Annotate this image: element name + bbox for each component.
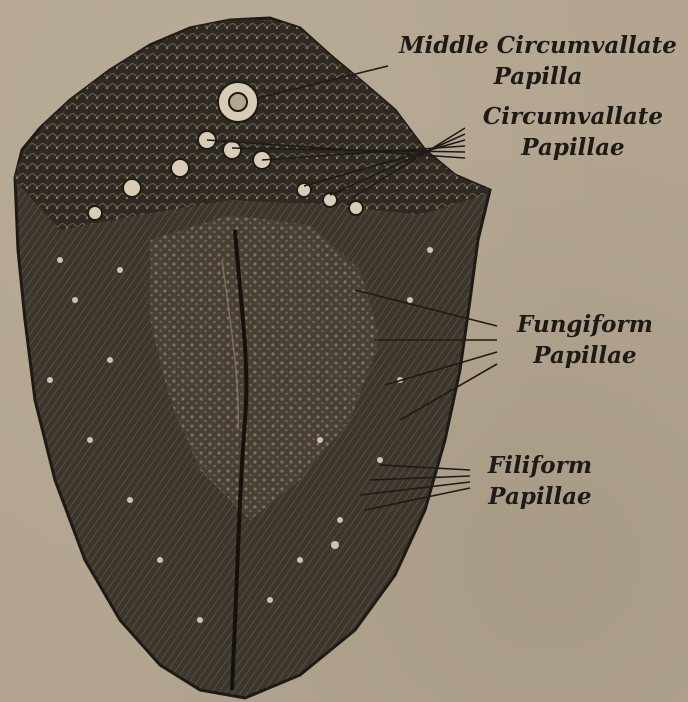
label-line: Papillae	[470, 481, 610, 512]
label-circumvallate-papillae: Circumvallate Papillae	[468, 101, 678, 163]
label-line: Filiform	[470, 450, 610, 481]
label-line: Fungiform	[500, 309, 670, 340]
label-filiform-papillae: Filiform Papillae	[470, 450, 610, 512]
label-line: Papillae	[468, 132, 678, 163]
label-line: Papilla	[388, 61, 688, 92]
label-line: Papillae	[500, 340, 670, 371]
label-fungiform-papillae: Fungiform Papillae	[500, 309, 670, 371]
label-middle-circumvallate-papilla: Middle Circumvallate Papilla	[388, 30, 688, 92]
label-line: Middle Circumvallate	[388, 30, 688, 61]
label-line: Circumvallate	[468, 101, 678, 132]
